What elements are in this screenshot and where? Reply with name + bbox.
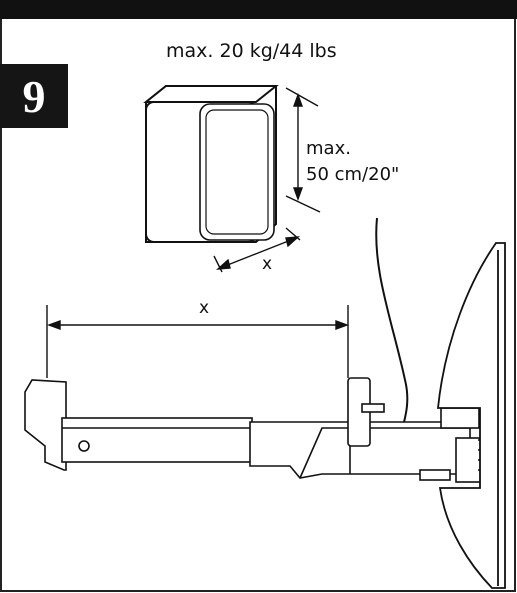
max-height-line2: 50 cm/20" — [306, 164, 400, 186]
step-number-badge: 9 — [0, 64, 68, 128]
wall-mount — [437, 242, 506, 589]
max-height-label: max. 50 cm/20" — [306, 136, 399, 188]
cable — [375, 217, 409, 431]
depth-dimension — [213, 227, 301, 273]
max-height-line1: max. — [306, 138, 351, 159]
clamp-x-label: x — [199, 298, 210, 318]
clamp-dimension — [46, 305, 350, 378]
speaker-cabinet — [143, 85, 279, 243]
depth-x-label: x — [262, 254, 273, 274]
step-number: 9 — [22, 70, 46, 122]
max-weight-label: max. 20 kg/44 lbs — [166, 40, 337, 62]
bracket-arm — [24, 377, 498, 483]
header-bar — [0, 0, 517, 19]
height-dimension — [285, 87, 321, 213]
